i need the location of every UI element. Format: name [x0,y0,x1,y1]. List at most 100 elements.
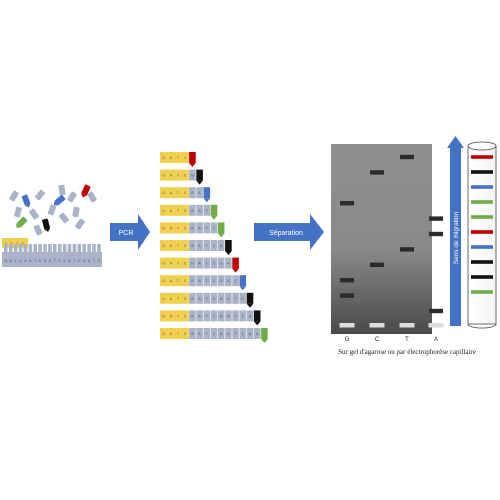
template-letter: G [44,259,47,263]
fragment-primer-letter: A [170,314,173,318]
fragment-terminator-tip [217,233,225,238]
capillary-band [471,230,493,234]
fragment-primer-letter: C [184,297,187,301]
fragment-letter: T [235,297,237,301]
lane-label: A [434,337,438,343]
gel-bands [340,154,443,314]
fragment-primer-letter: A [170,174,173,178]
fragment-letter: G [220,262,223,266]
fragment-primer-letter: G [162,262,165,266]
capillary-band [471,155,493,159]
fragment-base [196,328,203,339]
fragment-letter: A [256,332,259,336]
fragment-primer-letter: T [177,297,179,301]
fragment-primer-letter: T [177,279,179,283]
fragment-letter: T [206,209,208,213]
migration-label: Sens de migration [453,211,460,264]
fragment-letter: A [227,332,230,336]
fragment-base [210,275,218,287]
template-letter: A [29,259,32,263]
template-letter: C [98,259,101,263]
template-letter: G [5,259,8,263]
template-base [4,244,8,253]
template-letter: C [19,259,22,263]
fragment-letter: G [220,314,223,318]
template-backbone [2,252,102,267]
fragment-letter: T [235,279,237,283]
fragment-terminator [239,275,247,287]
fragment-base [189,187,196,199]
fragment-primer-letter: T [177,244,179,248]
template-letter: G [24,259,27,263]
template-base [67,244,72,253]
fragment-base [217,240,225,251]
fragment-primer-letter: G [162,297,165,301]
template-base [23,244,28,253]
template-base [72,244,77,253]
fragment-terminator [217,222,225,234]
fragment-letter: G [191,279,194,283]
fragment-base [246,328,254,339]
fragment-letter: C [213,332,216,336]
fragment-terminator-tip [196,180,203,185]
free-nucleotide [42,218,51,232]
free-nucleotide [21,194,31,208]
fragment-letter: G [220,297,223,301]
fragment-primer [160,240,189,251]
fragment-letter: A [199,209,202,213]
scattered-nucleotides [9,184,97,236]
fragment-letter: T [206,297,208,301]
gel-well [428,323,444,328]
fragment-base [196,292,203,304]
fragment-primer [160,292,189,304]
fragment-terminator-tip [210,215,218,220]
fragment-terminator-tip [232,268,239,273]
fragment-base [196,240,203,251]
fragment-primer-letter: C [184,209,187,213]
fragment-base [189,222,196,234]
fragment-terminator-tip [203,198,211,203]
fragment-letter: C [213,279,216,283]
fragment-terminator-tip [261,339,268,343]
lane-label: G [345,337,350,343]
capillary-band [471,260,493,264]
template-letter: A [49,259,52,263]
migration-direction: Sens de migration [447,136,464,326]
fragment-letter: C [213,297,216,301]
fragment-letter: G [220,244,223,248]
gel-well [369,323,385,328]
fragment-base [225,275,232,287]
fragment-base [246,310,254,322]
template-base [77,244,82,253]
fragment-primer-letter: C [184,226,187,230]
fragment-primer [160,152,189,163]
fragment-letter: G [249,314,252,318]
fragment-letter: G [220,332,223,336]
free-nucleotide [67,191,77,203]
fragment-letter: A [199,279,202,283]
fragment-primer-letter: T [177,226,179,230]
fragment-letter: C [242,314,245,318]
free-nucleotide [33,224,43,236]
fragment-letter: A [199,191,202,195]
fragment-letter: A [199,297,202,301]
template-letter: G [63,259,66,263]
fragment-primer-letter: A [170,156,173,160]
fragment-letter: T [206,314,208,318]
template-base [62,244,67,253]
fragment-base [189,292,196,304]
fragment-base [217,275,225,287]
template-base [48,244,52,253]
fragment-base [203,204,211,216]
fragment-letter: T [206,226,208,230]
fragment-letter: G [191,209,194,213]
pcr-arrow-label: PCR [119,230,134,237]
template-base [8,244,13,253]
gel-well [339,323,355,328]
